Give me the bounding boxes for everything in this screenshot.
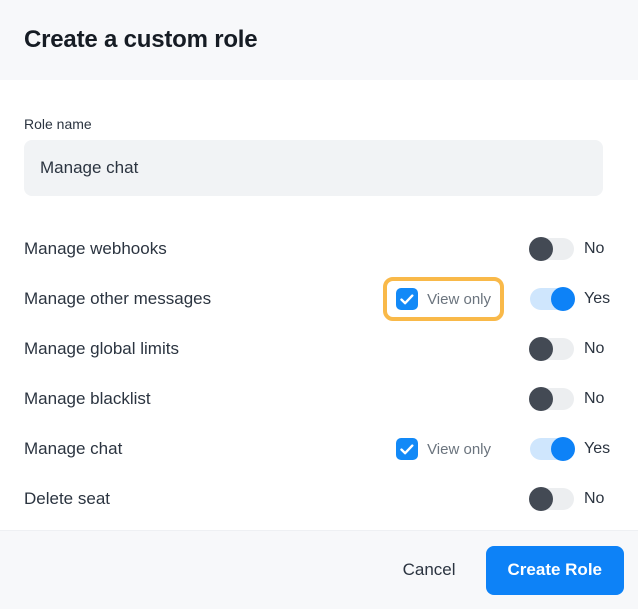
cancel-button[interactable]: Cancel (395, 550, 464, 590)
permission-toggle-group: No (529, 237, 614, 261)
toggle-state-label: No (584, 240, 605, 257)
permission-label: Manage blacklist (24, 389, 151, 408)
view-only-option[interactable]: View only (383, 277, 504, 321)
view-only-option[interactable]: View only (383, 427, 504, 471)
toggle-state-label: Yes (584, 440, 611, 457)
permission-row: Manage global limitsView onlyNo (24, 324, 614, 374)
toggle-knob (529, 237, 553, 261)
toggle-knob (529, 387, 553, 411)
toggle-knob (551, 287, 575, 311)
permission-row: Delete seatView onlyNo (24, 474, 614, 524)
permission-toggle[interactable] (530, 287, 575, 311)
permission-row: Manage blacklistView onlyNo (24, 374, 614, 424)
checkmark-icon[interactable] (396, 438, 419, 460)
permission-label: Delete seat (24, 489, 110, 508)
toggle-state-label: No (584, 340, 605, 357)
toggle-state-label: No (584, 490, 605, 507)
toggle-state-label: No (584, 390, 605, 407)
toggle-knob (551, 437, 575, 461)
permissions-list: Manage webhooksView onlyNoManage other m… (24, 224, 614, 524)
permission-toggle[interactable] (529, 387, 574, 411)
permission-row: Manage chat View only Yes (24, 424, 614, 474)
role-name-input[interactable] (24, 140, 603, 196)
permission-row: Manage other messages View only Yes (24, 274, 614, 324)
permission-toggle-group: Yes (530, 287, 614, 311)
permission-label: Manage chat (24, 439, 123, 458)
permission-toggle[interactable] (529, 237, 574, 261)
toggle-state-label: Yes (584, 290, 611, 307)
permission-toggle-group: No (529, 487, 614, 511)
permission-label: Manage other messages (24, 289, 212, 308)
role-name-label: Role name (24, 116, 92, 132)
view-only-label: View only (427, 290, 491, 308)
permission-toggle-group: No (529, 337, 614, 361)
permission-toggle[interactable] (530, 437, 575, 461)
permission-toggle[interactable] (529, 337, 574, 361)
toggle-knob (529, 487, 553, 511)
create-role-button[interactable]: Create Role (485, 545, 624, 595)
view-only-label: View only (427, 440, 491, 458)
page-title: Create a custom role (24, 26, 258, 53)
toggle-knob (529, 337, 553, 361)
permission-label: Manage global limits (24, 339, 179, 358)
permission-row: Manage webhooksView onlyNo (24, 224, 614, 274)
checkmark-icon[interactable] (396, 288, 419, 310)
dialog-body: Role name Manage webhooksView onlyNoMana… (0, 80, 638, 530)
permission-toggle-group: Yes (530, 437, 614, 461)
permission-toggle[interactable] (529, 487, 574, 511)
permission-toggle-group: No (529, 387, 614, 411)
permission-label: Manage webhooks (24, 239, 167, 258)
dialog-footer: Cancel Create Role (0, 530, 638, 609)
dialog-header: Create a custom role (0, 0, 638, 80)
